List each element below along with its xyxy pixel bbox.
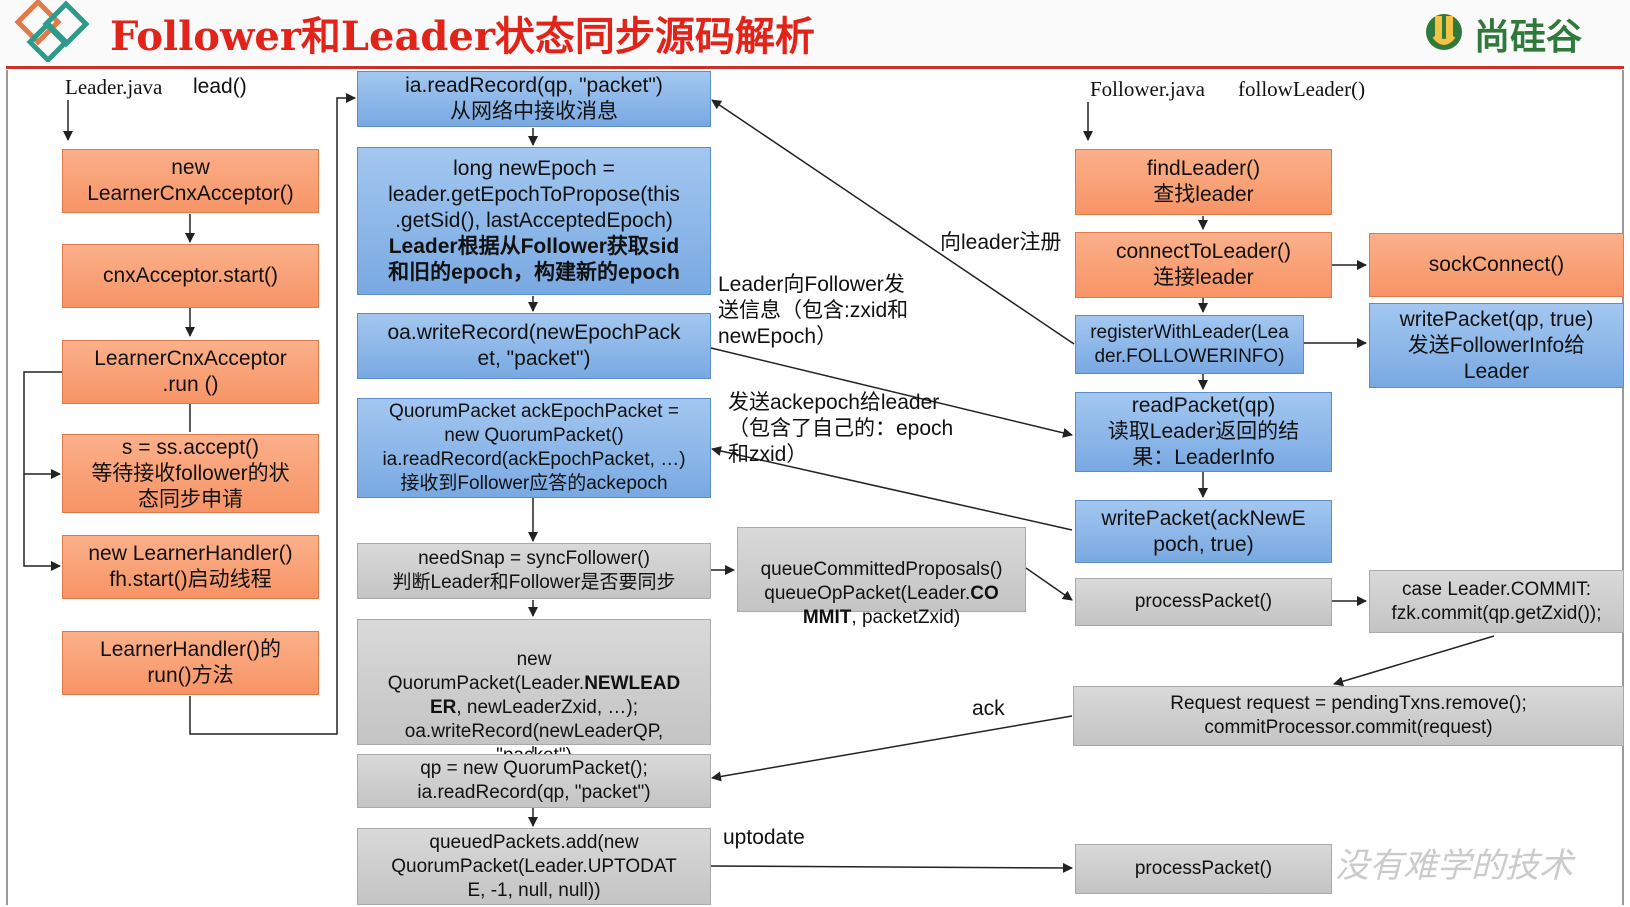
find-leader-box: findLeader() 查找leader (1075, 149, 1332, 215)
get-epoch-to-propose-box: long newEpoch = leader.getEpochToPropose… (357, 147, 711, 295)
sock-connect-box: sockConnect() (1369, 233, 1624, 297)
ack-label: ack (972, 697, 1005, 720)
ia-read-record-box: ia.readRecord(qp, "packet") 从网络中接收消息 (357, 71, 711, 127)
process-packet-final-box: processPacket() (1075, 844, 1332, 894)
case-commit-box: case Leader.COMMIT: fzk.commit(qp.getZxi… (1369, 570, 1624, 633)
register-with-leader-box: registerWithLeader(Lea der.FOLLOWERINFO) (1075, 315, 1304, 374)
read-packet-box: readPacket(qp) 读取Leader返回的结 果：LeaderInfo (1075, 392, 1332, 472)
page-title: Follower和Leader状态同步源码解析 (110, 13, 815, 60)
process-packet-box: processPacket() (1075, 578, 1332, 626)
leader-file-label: Leader.java (65, 75, 163, 99)
ack-epoch-label: 发送ackepoch给leader （包含了自己的：epoch 和zxid） (728, 391, 954, 466)
follower-method-label: followLeader() (1238, 77, 1366, 101)
learner-handler-run-box: LearnerHandler()的 run()方法 (62, 631, 319, 695)
get-epoch-code: long newEpoch = leader.getEpochToPropose… (388, 157, 680, 232)
uptodate-label: uptodate (723, 826, 805, 849)
ack-epoch-packet-box: QuorumPacket ackEpochPacket = new Quorum… (357, 398, 711, 498)
cnx-acceptor-start-box: cnxAcceptor.start() (62, 244, 319, 308)
watermark: 没有难学的技术 (1335, 846, 1573, 886)
new-learner-cnx-acceptor-box: new LearnerCnxAcceptor() (62, 149, 319, 213)
write-packet-follower-info-box: writePacket(qp, true) 发送FollowerInfo给 Le… (1369, 303, 1624, 388)
write-new-epoch-box: oa.writeRecord(newEpochPack et, "packet"… (357, 313, 711, 379)
queue-committed-proposals-box: queueCommittedProposals() queueOpPacket(… (737, 527, 1026, 628)
send-epoch-label: Leader向Follower发 送信息（包含:zxid和 newEpoch） (718, 273, 909, 348)
header-divider (6, 66, 1624, 69)
ss-accept-box: s = ss.accept() 等待接收follower的状 态同步申请 (62, 434, 319, 513)
pending-txns-commit-box: Request request = pendingTxns.remove(); … (1073, 686, 1624, 746)
brand-logo-icon (1426, 14, 1462, 50)
get-epoch-description: Leader根据从Follower获取sid 和旧的epoch，构建新的epoc… (388, 235, 680, 284)
write-packet-ack-new-epoch-box: writePacket(ackNewE poch, true) (1075, 500, 1332, 563)
register-label: 向leader注册 (940, 231, 1062, 254)
slide-frame (6, 70, 1624, 905)
learner-cnx-acceptor-run-box: LearnerCnxAcceptor .run () (62, 340, 319, 404)
header-bar: Follower和Leader状态同步源码解析 尚硅谷 (0, 0, 1630, 64)
logo-diamonds-icon (14, 0, 90, 62)
new-leader-packet-box: new QuorumPacket(Leader.NEWLEAD ER, newL… (357, 619, 711, 766)
follower-file-label: Follower.java (1090, 77, 1205, 101)
read-ack-box: qp = new QuorumPacket(); ia.readRecord(q… (357, 754, 711, 808)
new-learner-handler-box: new LearnerHandler() fh.start()启动线程 (62, 535, 319, 599)
queued-uptodate-box: queuedPackets.add(new QuorumPacket(Leade… (357, 828, 711, 905)
leader-method-label: lead() (193, 75, 247, 98)
connect-to-leader-box: connectToLeader() 连接leader (1075, 232, 1332, 298)
sync-follower-box: needSnap = syncFollower() 判断Leader和Follo… (357, 543, 711, 599)
brand-name: 尚硅谷 (1474, 16, 1583, 57)
